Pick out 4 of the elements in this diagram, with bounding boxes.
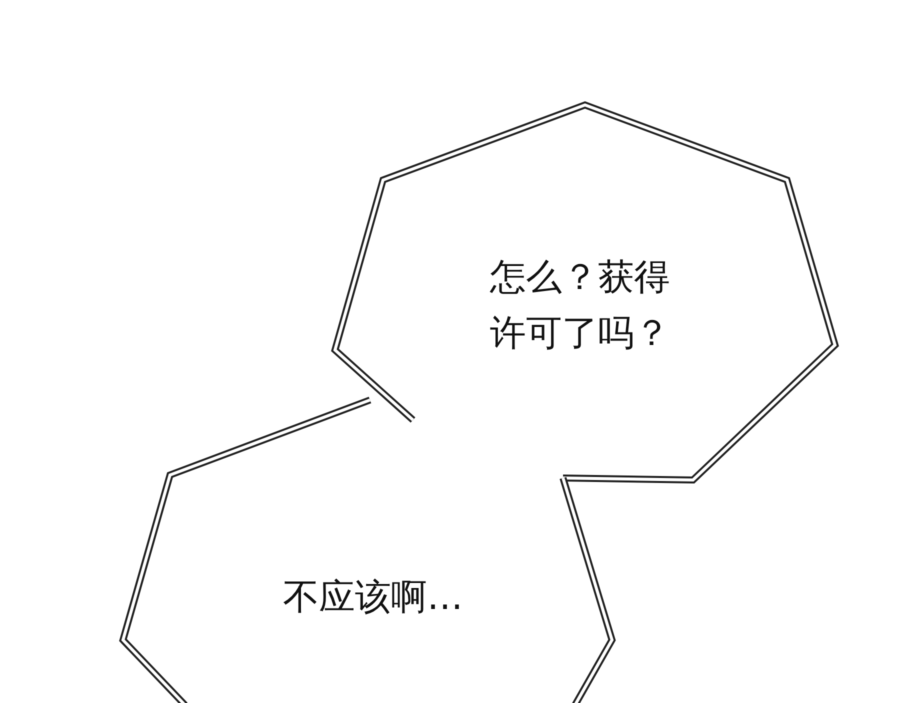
dialogue-text: 怎么？获得许可了吗？ <box>490 256 671 356</box>
speech-bubble <box>118 395 618 703</box>
dialogue-text: 不应该啊… <box>283 576 464 620</box>
speech-bubble <box>330 100 840 485</box>
